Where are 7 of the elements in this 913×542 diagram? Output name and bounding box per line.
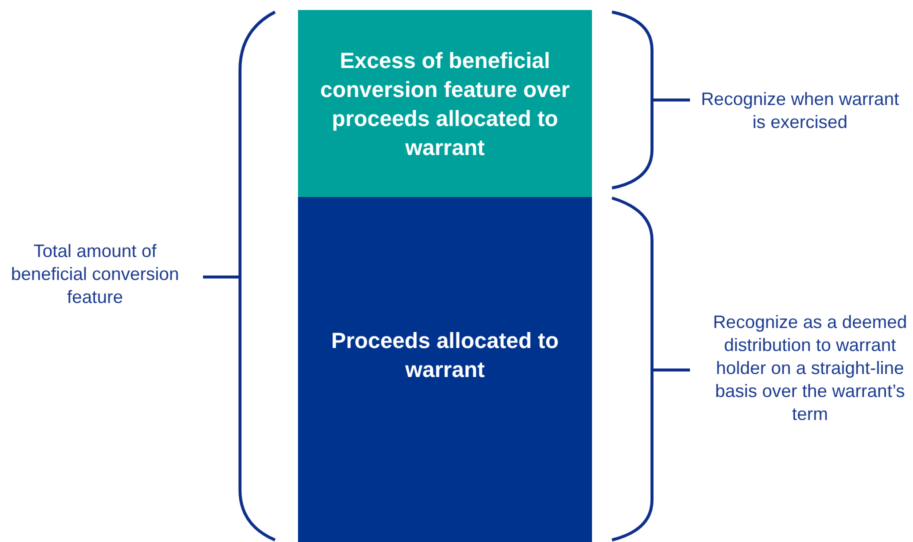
bar-segment: [298, 197, 592, 542]
annotation-text: Recognize as a deemed distribution to warrant holder on a straight-line basis over the warrant’s term: [712, 311, 908, 426]
segment-label: Excess of beneficial conversion feature over proceeds allocated to warrant: [319, 46, 571, 162]
annotation-text: Total amount of beneficial conversion feature: [10, 240, 180, 309]
bar-segment: [298, 10, 592, 197]
annotation-text: Recognize when warrant is exercised: [700, 88, 900, 134]
segment-label: Proceeds allocated to warrant: [330, 326, 560, 384]
